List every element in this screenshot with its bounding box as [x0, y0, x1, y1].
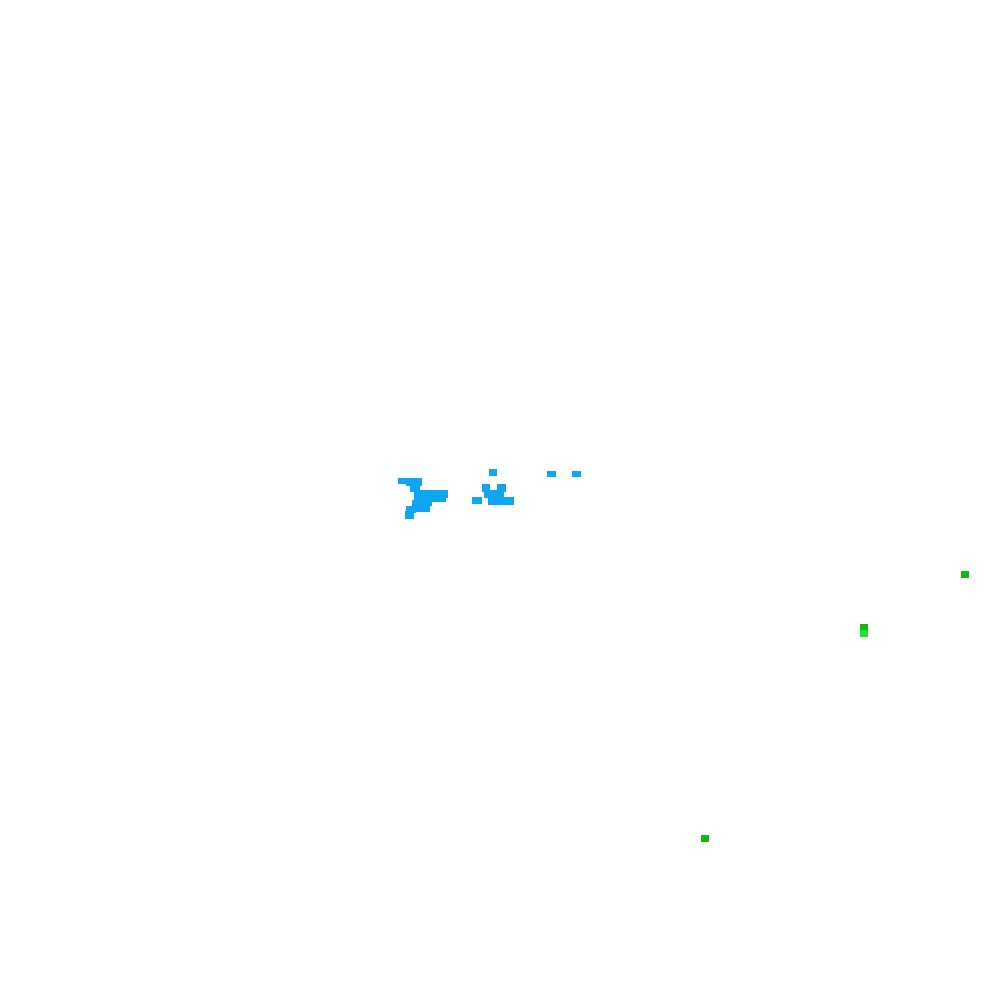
blue-cluster-left-cell	[398, 478, 410, 484]
blue-cluster-middle-cell	[489, 469, 497, 476]
blue-cluster-middle-cell	[472, 497, 482, 504]
blue-specks-right-cell	[572, 471, 581, 477]
blue-cluster-middle-cell	[482, 484, 490, 492]
green-speck-bottom-cell	[701, 835, 709, 842]
blue-cluster-left-cell	[405, 511, 414, 519]
blue-cluster-left-cell	[412, 500, 432, 506]
green-speck-right-edge-cell	[961, 571, 969, 578]
blue-cluster-left-cell	[414, 490, 448, 498]
blue-cluster-middle-cell	[488, 497, 514, 505]
blue-cluster-left-cell	[406, 478, 422, 486]
green-speck-mid-right-cell	[860, 624, 868, 630]
blue-cluster-left-cell	[414, 496, 446, 502]
blue-cluster-middle-cell	[484, 490, 504, 498]
green-speck-mid-right-cell	[860, 630, 868, 637]
blue-cluster-left-cell	[406, 506, 416, 513]
blue-specks-right-cell	[547, 471, 556, 477]
blue-cluster-left-cell	[414, 504, 430, 512]
blue-cluster-left-cell	[410, 484, 420, 492]
blue-cluster-middle-cell	[497, 484, 506, 492]
